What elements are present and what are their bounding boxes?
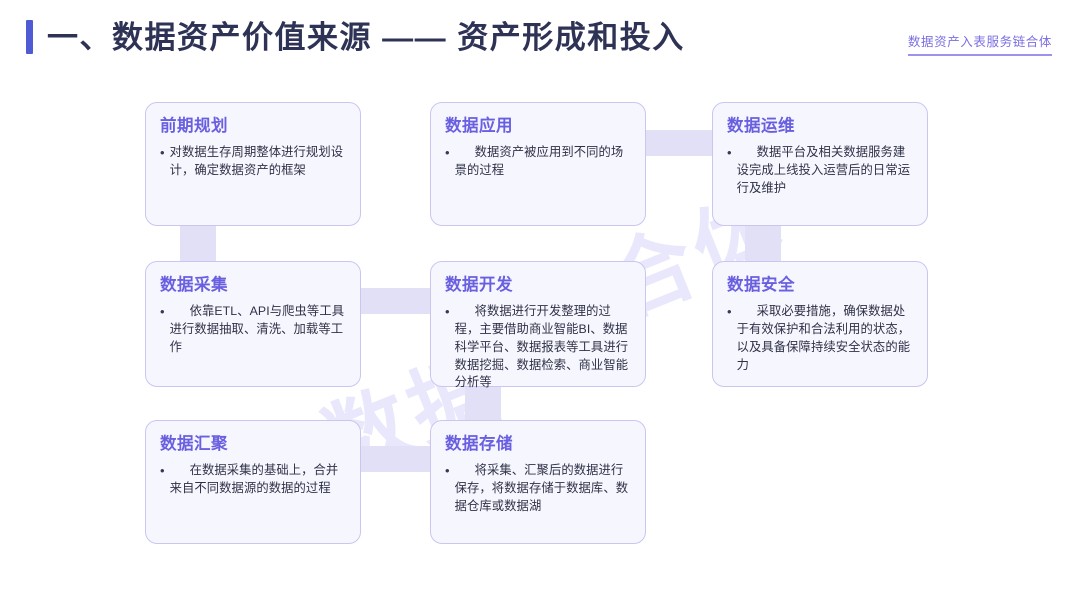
card-text: 对数据生存周期整体进行规划设计，确定数据资产的框架 [169,145,344,177]
connector-vertical-planning-to-collection [180,224,216,262]
page-title-text: 一、数据资产价值来源 —— 资产形成和投入 [47,19,685,55]
brand-underline [907,54,1052,56]
card-text: 依靠ETL、API与爬虫等工具进行数据抽取、清洗、加载等工作 [169,304,345,354]
bullet-icon: • [445,304,450,320]
card-body: • 数据资产被应用到不同的场景的过程 [445,144,631,180]
connector-vertical-development-to-storage [465,386,501,424]
page-title: 一、数据资产价值来源 —— 资产形成和投入 [26,20,685,54]
card-text: 数据资产被应用到不同的场景的过程 [454,145,624,177]
card-body: • 将数据进行开发整理的过程，主要借助商业智能BI、数据科学平台、数据报表等工具… [445,303,631,392]
brand-badge: 数据资产入表服务链合体 [907,31,1052,56]
card-body: • 在数据采集的基础上，合并来自不同数据源的数据的过程 [160,462,346,498]
card-body: • 将采集、汇聚后的数据进行保存，将数据存储于数据库、数据仓库或数据湖 [445,462,631,515]
connector-horizontal-collection-to-development [355,288,435,314]
card-title: 数据安全 [727,276,795,294]
card-data-operations[interactable]: 数据运维 • 数据平台及相关数据服务建设完成上线投入运营后的日常运行及维护 [712,102,928,226]
card-data-storage[interactable]: 数据存储 • 将采集、汇聚后的数据进行保存，将数据存储于数据库、数据仓库或数据湖 [430,420,646,544]
card-body: • 依靠ETL、API与爬虫等工具进行数据抽取、清洗、加载等工作 [160,303,346,356]
card-title: 数据汇聚 [160,435,228,453]
card-text: 采取必要措施，确保数据处于有效保护和合法利用的状态，以及具备保障持续安全状态的能… [736,304,911,372]
card-text: 将采集、汇聚后的数据进行保存，将数据存储于数据库、数据仓库或数据湖 [454,463,629,513]
card-title: 数据应用 [445,117,513,135]
flow-diagram: 数据 合体 前期规划 • 对数据生存周期整体进行规划设计，确定数据资产的框架 数… [0,88,1080,610]
connector-horizontal-application-to-operations [640,130,720,156]
brand-label: 数据资产入表服务链合体 [907,35,1052,49]
connector-horizontal-aggregation-to-storage [355,446,435,472]
card-body: • 采取必要措施，确保数据处于有效保护和合法利用的状态，以及具备保障持续安全状态… [727,303,913,374]
card-data-collection[interactable]: 数据采集 • 依靠ETL、API与爬虫等工具进行数据抽取、清洗、加载等工作 [145,261,361,387]
card-data-security[interactable]: 数据安全 • 采取必要措施，确保数据处于有效保护和合法利用的状态，以及具备保障持… [712,261,928,387]
bullet-icon: • [727,145,732,161]
card-title: 数据存储 [445,435,513,453]
bullet-icon: • [727,304,732,320]
card-title: 前期规划 [160,117,228,135]
card-title: 数据开发 [445,276,513,294]
connector-vertical-operations-to-security [745,224,781,262]
card-body: • 对数据生存周期整体进行规划设计，确定数据资产的框架 [160,144,346,180]
card-data-aggregation[interactable]: 数据汇聚 • 在数据采集的基础上，合并来自不同数据源的数据的过程 [145,420,361,544]
card-pre-planning[interactable]: 前期规划 • 对数据生存周期整体进行规划设计，确定数据资产的框架 [145,102,361,226]
card-title: 数据运维 [727,117,795,135]
bullet-icon: • [160,304,165,320]
card-body: • 数据平台及相关数据服务建设完成上线投入运营后的日常运行及维护 [727,144,913,197]
card-text: 在数据采集的基础上，合并来自不同数据源的数据的过程 [169,463,339,495]
card-title: 数据采集 [160,276,228,294]
card-data-application[interactable]: 数据应用 • 数据资产被应用到不同的场景的过程 [430,102,646,226]
bullet-icon: • [445,463,450,479]
bullet-icon: • [160,145,165,161]
title-accent-bar [26,20,33,54]
page-header: 一、数据资产价值来源 —— 资产形成和投入 数据资产入表服务链合体 [0,0,1080,88]
card-text: 数据平台及相关数据服务建设完成上线投入运营后的日常运行及维护 [736,145,911,195]
bullet-icon: • [445,145,450,161]
card-text: 将数据进行开发整理的过程，主要借助商业智能BI、数据科学平台、数据报表等工具进行… [454,304,629,390]
bullet-icon: • [160,463,165,479]
card-data-development[interactable]: 数据开发 • 将数据进行开发整理的过程，主要借助商业智能BI、数据科学平台、数据… [430,261,646,389]
